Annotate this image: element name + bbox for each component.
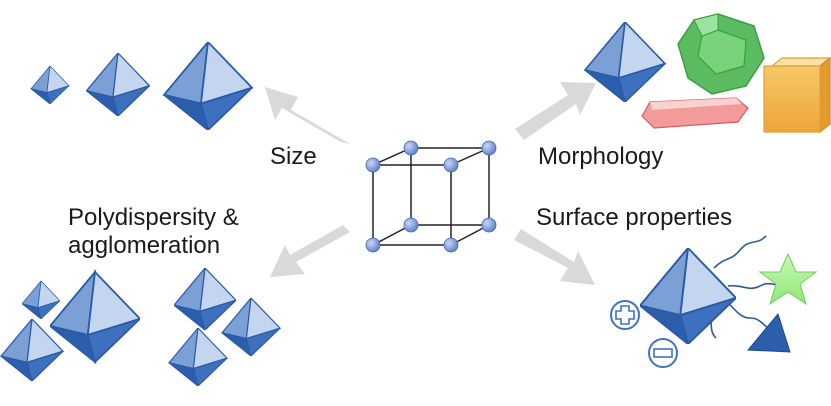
- plus-charge-icon: [610, 300, 640, 330]
- surface-properties-illustration: [610, 235, 818, 368]
- label-size: Size: [270, 143, 317, 170]
- cube-shape: [763, 56, 831, 134]
- arrow-to-morphology: [515, 82, 596, 140]
- label-polydispersity-line1: Polydispersity &: [68, 204, 239, 231]
- label-morphology: Morphology: [538, 143, 664, 170]
- label-polydispersity-line2: agglomeration: [68, 232, 221, 259]
- star-shape: [758, 252, 818, 306]
- polydispersity-octahedra: [0, 268, 281, 386]
- arrow-to-polydispersity: [270, 225, 350, 277]
- label-polydispersity: Polydispersity & agglomeration: [68, 204, 239, 260]
- cubic-lattice-icon: [365, 140, 497, 253]
- rod-shape: [641, 97, 749, 129]
- arrow-to-surface: [514, 229, 595, 285]
- minus-charge-icon: [648, 338, 678, 368]
- label-surface-properties: Surface properties: [536, 204, 733, 231]
- morphology-shapes: [584, 13, 831, 134]
- size-octahedra: [30, 42, 253, 130]
- dodecahedron-shape: [677, 13, 765, 95]
- arrow-to-size: [265, 87, 350, 144]
- triangle-shape: [746, 312, 791, 353]
